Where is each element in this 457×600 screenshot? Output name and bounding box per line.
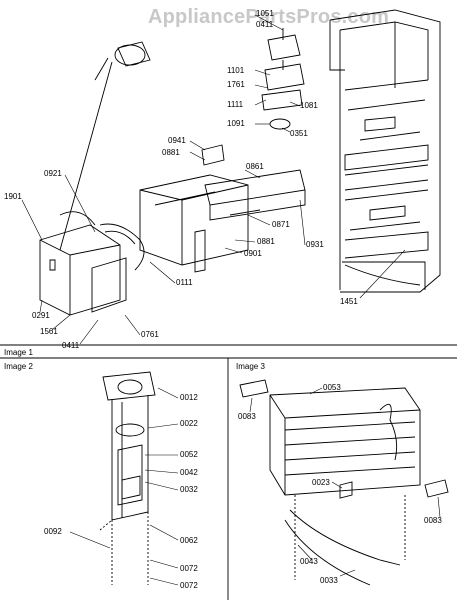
part-label: 0881	[162, 148, 180, 157]
evaporator-cover	[139, 174, 249, 266]
part-label: 1561	[40, 327, 58, 336]
part-label: 1451	[340, 297, 358, 306]
panel-title-image-1: Image 1	[4, 348, 33, 357]
part-label: 0072	[180, 581, 198, 590]
part-label: 1091	[227, 119, 245, 128]
part-label: 0062	[180, 536, 198, 545]
part-label: 0042	[180, 468, 198, 477]
part-label: 0901	[244, 249, 262, 258]
damper-assembly	[261, 28, 305, 130]
part-label: 0032	[180, 485, 198, 494]
cabinet-drawing	[329, 9, 441, 293]
part-label: 0931	[306, 240, 324, 249]
part-label: 1901	[4, 192, 22, 201]
part-label: 0083	[238, 412, 256, 421]
panel-title-image-3: Image 3	[236, 362, 265, 371]
part-label: 0052	[180, 450, 198, 459]
part-label: 0411	[62, 341, 80, 350]
part-label: 0941	[168, 136, 186, 145]
part-label: 0092	[44, 527, 62, 536]
part-label: 0351	[290, 129, 308, 138]
part-label: 0023	[312, 478, 330, 487]
part-label: 0043	[300, 557, 318, 566]
watermark-text: AppliancePartsPros.com	[148, 6, 390, 28]
evaporator-assembly	[239, 379, 449, 586]
part-label: 0012	[180, 393, 198, 402]
rear-panel	[39, 211, 127, 316]
fan-duct-column	[99, 371, 156, 585]
part-label: 1111	[227, 100, 244, 109]
part-label: 1081	[300, 101, 318, 110]
fan-motor-assembly	[59, 41, 151, 251]
part-label: 0761	[141, 330, 159, 339]
part-label: 1101	[227, 66, 245, 75]
part-label: 0411	[256, 20, 274, 29]
part-label: 0291	[32, 311, 50, 320]
part-label: 0871	[272, 220, 290, 229]
part-label: 0083	[424, 516, 442, 525]
part-label: 0881	[257, 237, 275, 246]
evaporator-coil	[99, 223, 206, 273]
part-label: 1761	[227, 80, 245, 89]
panel-title-image-2: Image 2	[4, 362, 33, 371]
part-label: 0921	[44, 169, 62, 178]
part-label: 0053	[323, 383, 341, 392]
part-label: 0022	[180, 419, 198, 428]
part-label: 0111	[176, 278, 193, 287]
part-label: 0072	[180, 564, 198, 573]
air-duct	[201, 144, 306, 221]
part-label: 1051	[256, 9, 274, 18]
part-label: 0861	[246, 162, 264, 171]
part-label: 0033	[320, 576, 338, 585]
